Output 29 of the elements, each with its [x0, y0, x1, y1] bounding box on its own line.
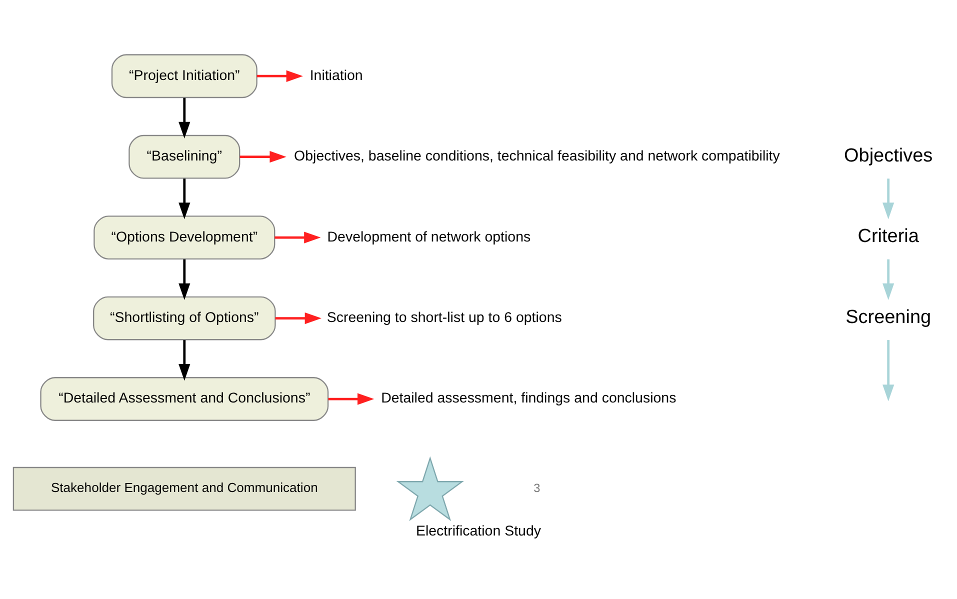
arrow [882, 340, 894, 402]
arrow [178, 98, 190, 139]
arrow [275, 312, 322, 324]
node-text: Development of network options [327, 229, 531, 246]
node-text: Criteria [858, 226, 919, 248]
node-text: Objectives [844, 145, 933, 166]
node-text: Detailed assessment, findings and conclusions [381, 390, 676, 407]
arrow [178, 259, 190, 300]
node-text: Initiation [310, 68, 363, 84]
label: 3 [534, 480, 540, 495]
node-box: “Baselining” [128, 134, 240, 179]
arrow [178, 340, 190, 381]
arrow [274, 232, 321, 244]
arrow [256, 70, 303, 82]
node-box: “Options Development” [94, 216, 276, 260]
arrow [882, 259, 894, 300]
arrow [178, 178, 190, 220]
node-star [396, 456, 464, 522]
arrow [240, 151, 286, 163]
node-text: Objectives, baseline conditions, technical feasibility and network compatibility [294, 148, 780, 165]
node-box: “Detailed Assessment and Conclusions” [40, 377, 329, 421]
node-box: “Shortlisting of Options” [93, 296, 276, 340]
node-box: Stakeholder Engagement and Communication [12, 466, 356, 511]
node-text: Screening to short-list up to 6 options [326, 310, 562, 326]
arrow [328, 393, 374, 405]
caption: Electrification Study [416, 523, 542, 540]
node-text: Screening [846, 306, 932, 328]
arrow [882, 178, 894, 220]
node-box: “Project Initiation” [111, 54, 258, 98]
